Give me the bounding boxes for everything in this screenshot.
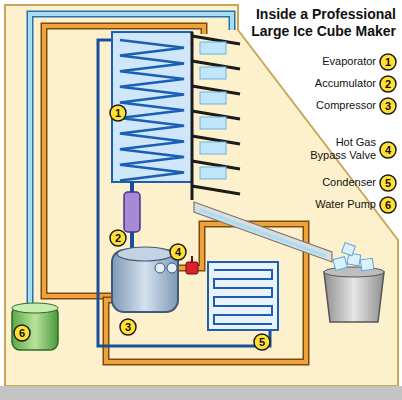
bypass-valve: [186, 262, 198, 274]
callout-number: 3: [379, 100, 397, 112]
callout-number: 4: [379, 144, 397, 156]
callout-circle: 3: [379, 97, 397, 115]
accumulator: [124, 192, 140, 232]
callout-number: 3: [119, 321, 137, 333]
callout-circle: 1: [109, 104, 127, 122]
floor: [0, 386, 402, 400]
callout-circle: 4: [169, 243, 187, 261]
callout-circle: 5: [379, 174, 397, 192]
callout-circle: 5: [253, 333, 271, 351]
callout-circle: 6: [13, 324, 31, 342]
callout-number: 2: [109, 232, 127, 244]
callout-circle: 4: [379, 141, 397, 159]
callout-number: 6: [379, 199, 397, 211]
callout-number: 6: [13, 327, 31, 339]
part-name: Accumulator: [286, 77, 376, 90]
part-name: Hot Gas Bypass Valve: [302, 136, 376, 161]
callout-circle: 3: [119, 318, 137, 336]
evaporator-coil: [120, 40, 184, 180]
callout-circle: 6: [379, 196, 397, 214]
callout-circle: 2: [109, 229, 127, 247]
refrigerant-line: [44, 26, 204, 296]
callout-circle: 1: [379, 53, 397, 71]
water-chute: [194, 202, 332, 262]
callout-number: 4: [169, 246, 187, 258]
part-name: Compressor: [286, 99, 376, 112]
condenser: [208, 262, 278, 330]
ice-bucket: [324, 272, 384, 322]
callout-number: 1: [109, 107, 127, 119]
condenser-coil: [214, 270, 272, 324]
part-name: Evaporator: [286, 55, 376, 68]
callout-number: 1: [379, 56, 397, 68]
callout-circle: 2: [379, 75, 397, 93]
hot-gas-line: [106, 224, 306, 362]
callout-number: 2: [379, 78, 397, 90]
part-name: Condenser: [286, 176, 376, 189]
callout-number: 5: [379, 177, 397, 189]
evaporator-plates: [192, 32, 240, 200]
ice-cubes: [333, 243, 374, 271]
title: Inside a Professional Large Ice Cube Mak…: [244, 6, 396, 40]
part-name: Water Pump: [286, 198, 376, 211]
callout-number: 5: [253, 336, 271, 348]
cabinet-housing: [5, 5, 398, 386]
